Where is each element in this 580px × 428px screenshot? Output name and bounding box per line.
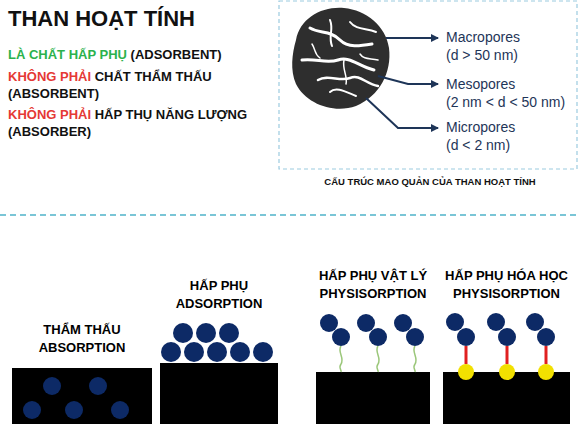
chemisorbed-molecules [446, 313, 555, 380]
substrate-block: HẤP PHỤ VẬT LÝPHYSISORPTION [316, 372, 430, 424]
pore-label: Micropores [446, 119, 515, 135]
heading-line: HẤP PHỤ [176, 277, 263, 295]
panel-heading: THẨM THẤUABSORPTION [39, 321, 126, 357]
pore-label: (d < 2 nm) [446, 137, 510, 153]
separator [0, 214, 580, 216]
heading-line: HẤP PHỤ VẬT LÝ [319, 267, 427, 285]
statement: LÀ CHẤT HẤP PHỤ (ADSORBENT) [8, 46, 270, 63]
heading-line: HẤP PHỤ HÓA HỌC [445, 267, 568, 285]
pore-label: Mesopores [446, 76, 515, 92]
leader-arrows [366, 38, 438, 128]
pore-label: (d > 50 nm) [446, 47, 518, 63]
physisorbed-molecules [320, 314, 424, 372]
title: THAN HOẠT TÍNH [8, 6, 195, 32]
frame [279, 1, 577, 169]
heading-line: PHYSISORPTION [445, 285, 568, 303]
panel-heading: HẤP PHỤADSORPTION [176, 277, 263, 313]
statement: KHÔNG PHẢI CHẤT THẨM THẤU (ABSORBENT) [8, 68, 270, 102]
statement-run: KHÔNG PHẢI [8, 107, 91, 122]
heading-line: THẨM THẤU [39, 321, 126, 339]
statement-run: KHÔNG PHẢI [8, 69, 91, 84]
panel-heading: HẤP PHỤ VẬT LÝPHYSISORPTION [319, 267, 427, 303]
substrate-block: HẤP PHỤADSORPTION [160, 363, 278, 424]
heading-line: ABSORPTION [39, 339, 126, 357]
statement-run: LÀ CHẤT HẤP PHỤ [8, 47, 127, 62]
panel-heading: HẤP PHỤ HÓA HỌCPHYSISORPTION [445, 267, 568, 303]
caption: CẤU TRÚC MAO QUẢN CỦA THAN HOẠT TÍNH [285, 176, 575, 187]
pore-label: Macropores [446, 29, 520, 45]
adsorbed-particles [161, 323, 273, 362]
absorbed-particles [23, 377, 129, 419]
heading-line: ADSORPTION [176, 295, 263, 313]
statement: KHÔNG PHẢI HẤP THỤ NĂNG LƯỢNG (ABSORBER) [8, 106, 270, 140]
heading-line: PHYSISORPTION [319, 285, 427, 303]
carbon-particle [292, 8, 389, 109]
statement-run: (ADSORBENT) [131, 47, 222, 62]
pore-label: (2 nm < d < 50 nm) [446, 94, 565, 110]
